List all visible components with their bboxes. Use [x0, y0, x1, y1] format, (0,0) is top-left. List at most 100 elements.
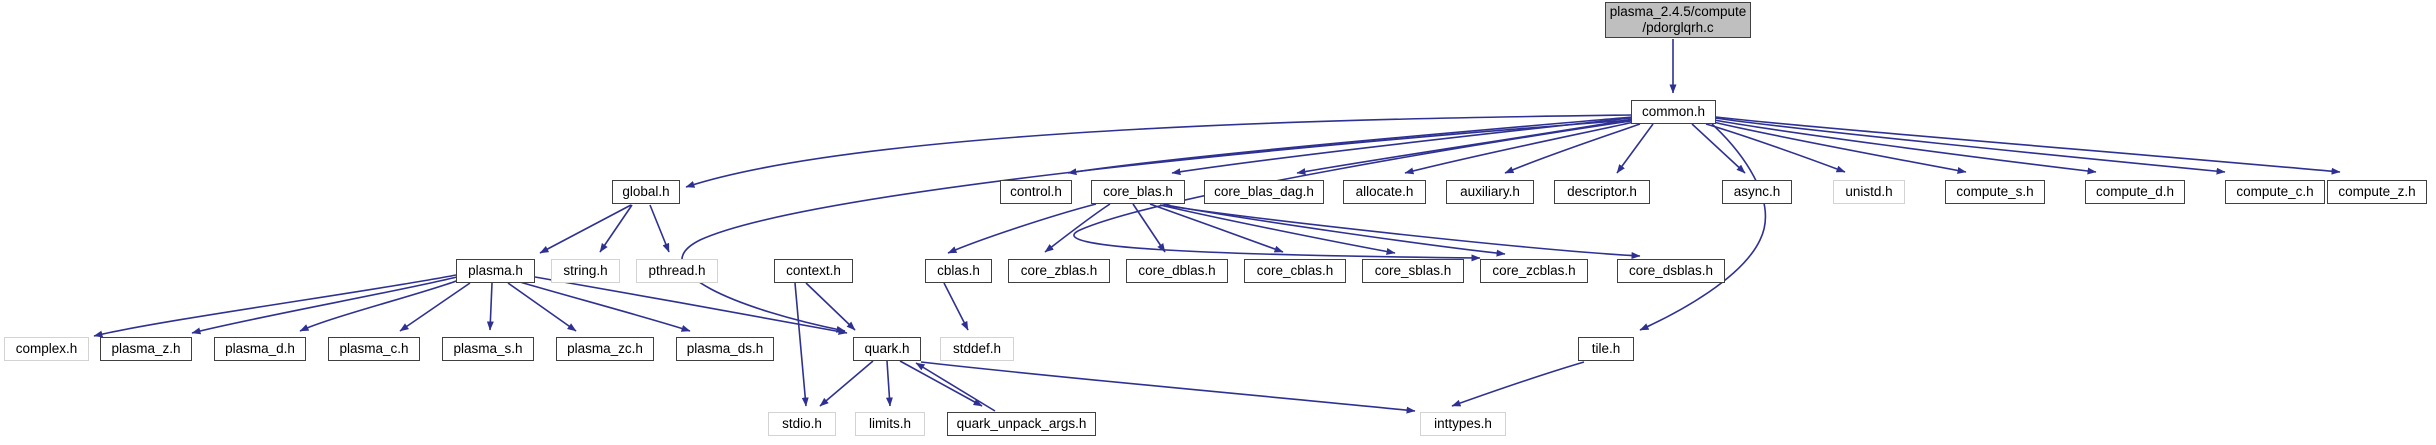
graph-edge-plasma-to-plasma_z: [191, 276, 458, 335]
graph-node-label-limits: limits.h: [868, 416, 911, 432]
edge-group: [93, 39, 2341, 414]
graph-node-label-stddef: stddef.h: [952, 341, 1002, 357]
graph-edge-common-to-descriptor: [1616, 123, 1654, 174]
graph-edge-plasma-to-plasma_c: [399, 282, 471, 332]
graph-edge-plasma-to-plasma_zc: [507, 282, 577, 332]
graph-node-label-inttypes: inttypes.h: [1434, 416, 1492, 432]
graph-node-unistd[interactable]: unistd.h: [1833, 180, 1905, 204]
graph-node-common[interactable]: common.h: [1631, 100, 1716, 124]
graph-node-label-core_blas_dag: core_blas_dag.h: [1214, 184, 1314, 200]
graph-node-label-control: control.h: [1010, 184, 1062, 200]
graph-edge-plasma-to-plasma_s: [486, 282, 494, 331]
graph-node-limits[interactable]: limits.h: [855, 412, 925, 436]
graph-node-label-plasma_ds: plasma_ds.h: [686, 341, 764, 357]
graph-node-compute_s[interactable]: compute_s.h: [1945, 180, 2045, 204]
graph-node-allocate[interactable]: allocate.h: [1343, 180, 1426, 204]
graph-node-label-auxiliary: auxiliary.h: [1460, 184, 1520, 200]
graph-node-stdio[interactable]: stdio.h: [768, 412, 836, 436]
graph-edge-plasma-to-plasma_ds: [519, 281, 691, 332]
graph-node-core_blas[interactable]: core_blas.h: [1091, 180, 1185, 204]
graph-edge-global-to-plasma: [539, 204, 632, 254]
graph-node-label-stdio: stdio.h: [782, 416, 822, 432]
graph-node-core_sblas[interactable]: core_sblas.h: [1362, 259, 1464, 283]
graph-edge-quark-to-inttypes: [920, 361, 1416, 414]
graph-node-label-plasma_z: plasma_z.h: [111, 341, 181, 357]
graph-edge-cblas-to-stddef: [943, 282, 969, 331]
graph-edge-common-to-global: [685, 114, 1632, 188]
graph-node-compute_d[interactable]: compute_d.h: [2085, 180, 2185, 204]
graph-edge-quark-to-stdio: [819, 360, 874, 407]
graph-node-label-compute_c: compute_c.h: [2236, 184, 2314, 200]
graph-node-label-core_dblas: core_dblas.h: [1138, 263, 1216, 279]
graph-node-core_dsblas[interactable]: core_dsblas.h: [1617, 259, 1725, 283]
graph-edge-context-to-quark: [805, 282, 856, 331]
graph-node-label-plasma_c: plasma_c.h: [339, 341, 409, 357]
graph-node-label-plasma_s: plasma_s.h: [453, 341, 523, 357]
graph-edge-core_blas-to-core_dblas: [1132, 203, 1166, 253]
graph-node-plasma_zc[interactable]: plasma_zc.h: [556, 337, 654, 361]
graph-node-complex[interactable]: complex.h: [4, 337, 89, 361]
graph-node-label-descriptor: descriptor.h: [1567, 184, 1637, 200]
graph-node-compute_c[interactable]: compute_c.h: [2225, 180, 2325, 204]
graph-node-descriptor[interactable]: descriptor.h: [1554, 180, 1650, 204]
graph-node-plasma_d[interactable]: plasma_d.h: [214, 337, 306, 361]
graph-edge-common-to-async: [1691, 123, 1746, 174]
graph-edge-quark-to-quark_unpack_args: [899, 360, 983, 407]
graph-node-root[interactable]: plasma_2.4.5/compute /pdorglqrh.c: [1605, 2, 1751, 38]
graph-node-label-core_zcblas: core_zcblas.h: [1492, 263, 1576, 279]
graph-node-label-string: string.h: [563, 263, 608, 279]
graph-node-label-pthread: pthread.h: [648, 263, 706, 279]
graph-edge-global-to-pthread: [649, 204, 670, 253]
graph-node-label-complex: complex.h: [15, 341, 78, 357]
graph-node-inttypes[interactable]: inttypes.h: [1420, 412, 1506, 436]
graph-node-core_zcblas[interactable]: core_zcblas.h: [1480, 259, 1588, 283]
graph-node-label-plasma_d: plasma_d.h: [225, 341, 295, 357]
graph-edge-context-to-stdio: [794, 282, 809, 407]
graph-node-tile[interactable]: tile.h: [1578, 337, 1634, 361]
graph-node-quark_unpack_args[interactable]: quark_unpack_args.h: [947, 412, 1096, 436]
graph-node-string[interactable]: string.h: [551, 259, 620, 283]
graph-node-global[interactable]: global.h: [612, 180, 680, 204]
graph-edge-common-to-compute_d: [1713, 119, 2097, 175]
graph-node-auxiliary[interactable]: auxiliary.h: [1446, 180, 1534, 204]
graph-edge-common-to-allocate: [1404, 121, 1635, 175]
graph-node-label-context: context.h: [786, 263, 841, 279]
graph-edge-common-to-tile: [1639, 123, 1767, 331]
graph-edge-plasma-to-plasma_d: [299, 279, 460, 332]
graph-node-plasma_c[interactable]: plasma_c.h: [328, 337, 420, 361]
graph-edge-plasma-to-complex: [93, 274, 457, 338]
graph-edge-common-to-auxiliary: [1504, 123, 1641, 174]
graph-node-quark[interactable]: quark.h: [853, 337, 921, 361]
graph-node-label-core_sblas: core_sblas.h: [1374, 263, 1452, 279]
graph-node-label-plasma: plasma.h: [468, 263, 523, 279]
graph-node-label-root: plasma_2.4.5/compute /pdorglqrh.c: [1609, 4, 1747, 35]
graph-node-plasma_z[interactable]: plasma_z.h: [100, 337, 192, 361]
graph-node-stddef[interactable]: stddef.h: [940, 337, 1014, 361]
graph-node-pthread[interactable]: pthread.h: [636, 259, 718, 283]
graph-node-async[interactable]: async.h: [1722, 180, 1792, 204]
graph-node-control[interactable]: control.h: [1000, 180, 1072, 204]
graph-node-compute_z[interactable]: compute_z.h: [2327, 180, 2427, 204]
graph-node-core_cblas[interactable]: core_cblas.h: [1244, 259, 1346, 283]
graph-edge-common-to-core_blas: [1171, 117, 1632, 176]
graph-edge-core_blas-to-core_cblas: [1149, 203, 1284, 253]
graph-node-plasma_s[interactable]: plasma_s.h: [442, 337, 534, 361]
graph-node-label-quark: quark.h: [864, 341, 910, 357]
graph-node-label-global: global.h: [622, 184, 670, 200]
graph-node-label-plasma_zc: plasma_zc.h: [567, 341, 643, 357]
graph-node-plasma_ds[interactable]: plasma_ds.h: [676, 337, 774, 361]
graph-node-label-tile: tile.h: [1591, 341, 1621, 357]
graph-node-core_dblas[interactable]: core_dblas.h: [1126, 259, 1228, 283]
graph-edge-global-to-string: [599, 204, 633, 253]
graph-node-label-compute_s: compute_s.h: [1956, 184, 2034, 200]
graph-node-context[interactable]: context.h: [774, 259, 853, 283]
graph-node-core_blas_dag[interactable]: core_blas_dag.h: [1204, 180, 1324, 204]
graph-edge-common-to-core_zcblas: [1073, 120, 1632, 262]
graph-edge-quark-to-limits: [885, 360, 893, 407]
graph-node-core_zblas[interactable]: core_zblas.h: [1008, 259, 1110, 283]
graph-node-cblas[interactable]: cblas.h: [925, 259, 992, 283]
graph-edge-common-to-compute_s: [1712, 121, 1967, 174]
graph-edge-tile-to-inttypes: [1451, 361, 1585, 407]
graph-node-plasma[interactable]: plasma.h: [456, 259, 535, 283]
